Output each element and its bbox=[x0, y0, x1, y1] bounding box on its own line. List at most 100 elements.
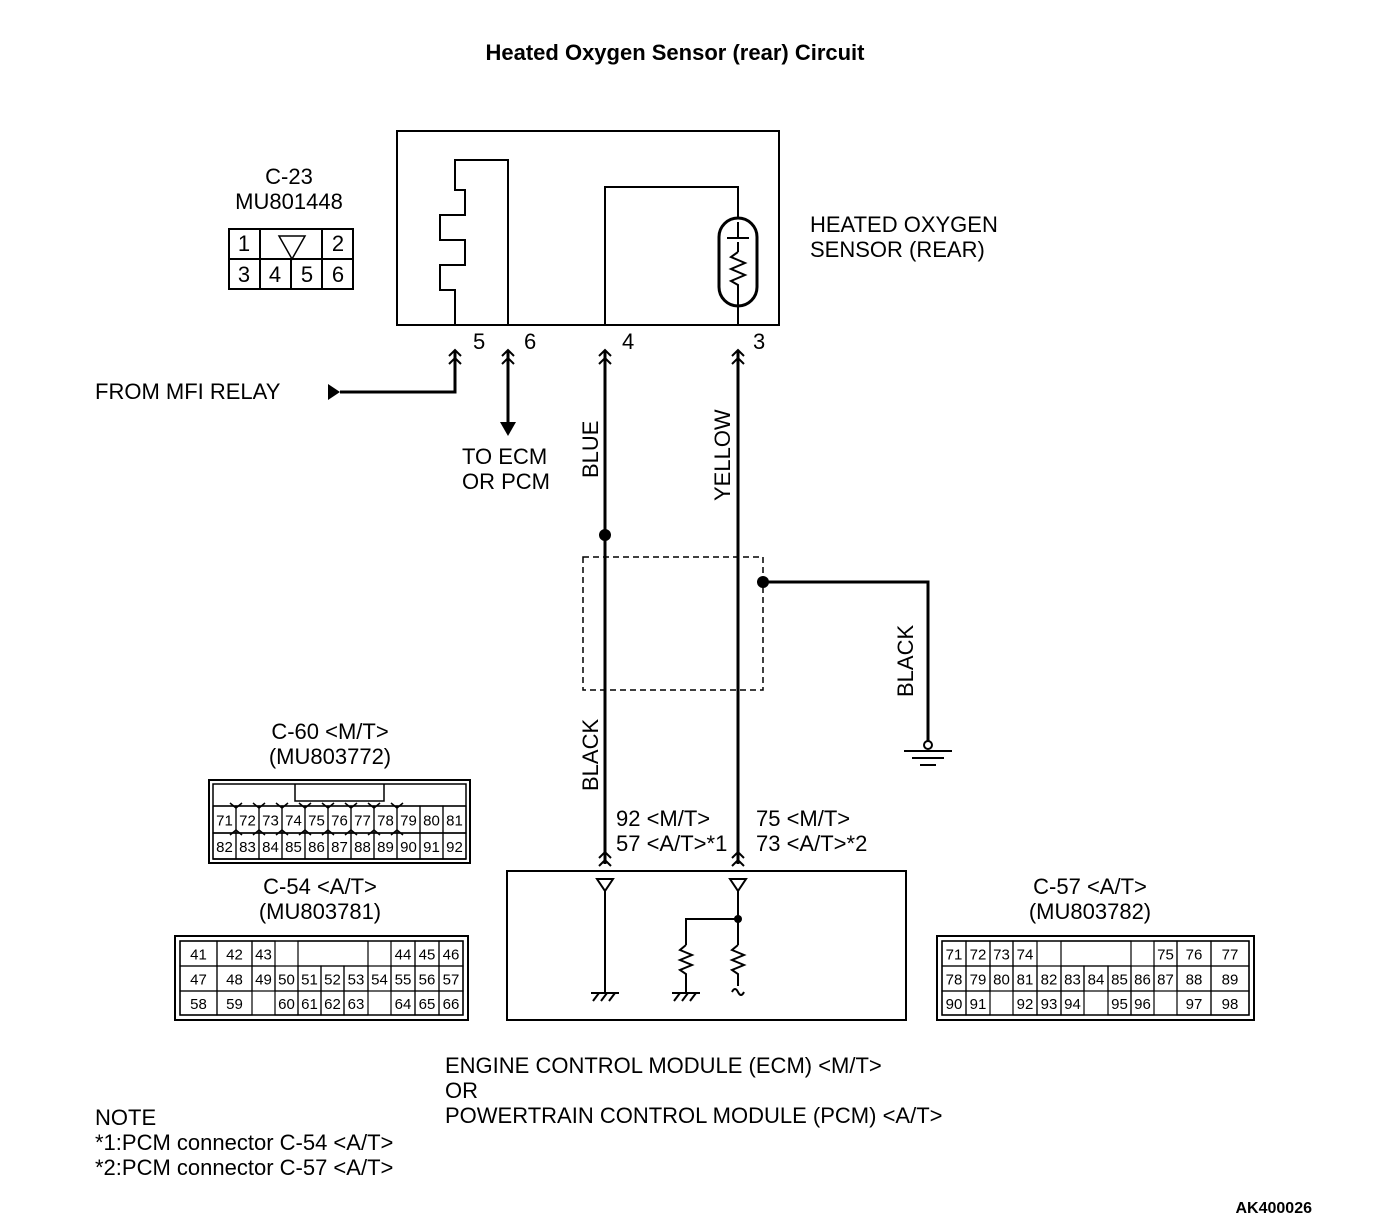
c57-pin-label: 75 bbox=[1157, 947, 1174, 964]
c54-pin-label: 50 bbox=[278, 972, 295, 989]
note-line-2: *2:PCM connector C-57 <A/T> bbox=[95, 1155, 393, 1180]
wire-yellow-label: YELLOW bbox=[710, 409, 735, 501]
c57-pin-label: 87 bbox=[1157, 972, 1174, 989]
c54-pin-label: 61 bbox=[301, 996, 318, 1013]
c54-pin-cell bbox=[343, 990, 369, 1016]
c60-pin-label: 75 bbox=[308, 813, 325, 830]
svg-text:6: 6 bbox=[524, 329, 536, 354]
c57-pin-label: 94 bbox=[1064, 996, 1081, 1013]
c60-pin-label: 73 bbox=[262, 813, 279, 830]
c54-pin-label: 57 bbox=[443, 972, 460, 989]
c54-pin-label: 64 bbox=[395, 996, 412, 1013]
connector-c57-name: C-57 <A/T> bbox=[1033, 874, 1147, 899]
c57-pin-cell bbox=[1130, 990, 1155, 1016]
c57-pin-label: 88 bbox=[1186, 972, 1203, 989]
c60-pin-label: 82 bbox=[216, 839, 233, 856]
c57-pin-label: 98 bbox=[1222, 996, 1239, 1013]
c60-pin-label: 81 bbox=[446, 813, 463, 830]
c57-pin-label: 79 bbox=[970, 972, 987, 989]
c57-pin-label: 89 bbox=[1222, 972, 1239, 989]
oxygen-sensor: HEATED OXYGEN SENSOR (REAR) 5 6 4 3 bbox=[396, 130, 998, 354]
c57-pin-label: 72 bbox=[970, 947, 987, 964]
c57-pin-label: 76 bbox=[1186, 947, 1203, 964]
c57-pin-label: 96 bbox=[1134, 996, 1151, 1013]
connector-c60-name: C-60 <M/T> bbox=[271, 719, 388, 744]
c57-pin-label: 78 bbox=[946, 972, 963, 989]
c54-pin-label: 62 bbox=[324, 996, 341, 1013]
c60-pin-label: 71 bbox=[216, 813, 233, 830]
c54-pin-label: 41 bbox=[190, 947, 207, 964]
connector-c23-part: MU801448 bbox=[235, 189, 343, 214]
c54-pin-label: 59 bbox=[226, 996, 243, 1013]
c54-pin-label: 45 bbox=[419, 947, 436, 964]
c60-pin-cell bbox=[442, 832, 467, 860]
c54-pin-label: 55 bbox=[395, 972, 412, 989]
c54-pin-label: 51 bbox=[301, 972, 318, 989]
ecm-pin-right-2: 73 <A/T>*2 bbox=[756, 831, 867, 856]
wire-blue-label: BLUE bbox=[578, 421, 603, 478]
svg-text:2: 2 bbox=[332, 231, 344, 256]
c60-pin-label: 84 bbox=[262, 839, 279, 856]
c60-pin-label: 85 bbox=[285, 839, 302, 856]
connector-c57-part: (MU803782) bbox=[1029, 899, 1151, 924]
c54-pin-label: 42 bbox=[226, 947, 243, 964]
connector-c23-name: C-23 bbox=[265, 164, 313, 189]
svg-text:3: 3 bbox=[753, 329, 765, 354]
c57-pin-cell bbox=[965, 990, 991, 1016]
c54-pin-cell bbox=[216, 990, 253, 1016]
c60-pin-label: 91 bbox=[423, 839, 440, 856]
svg-text:4: 4 bbox=[622, 329, 634, 354]
diagram-title: Heated Oxygen Sensor (rear) Circuit bbox=[485, 40, 865, 65]
c54-pin-label: 46 bbox=[443, 947, 460, 964]
svg-text:6: 6 bbox=[332, 262, 344, 287]
ecm-pin-left-1: 92 <M/T> bbox=[616, 806, 710, 831]
c57-pin-label: 85 bbox=[1111, 972, 1128, 989]
sensor-label-1: HEATED OXYGEN bbox=[810, 212, 998, 237]
c54-pin-label: 56 bbox=[419, 972, 436, 989]
c60-pin-label: 78 bbox=[377, 813, 394, 830]
connector-c23: C-23 MU801448 1 2 3 4 5 6 bbox=[228, 164, 354, 290]
c57-pin-label: 74 bbox=[1017, 947, 1034, 964]
svg-text:1: 1 bbox=[238, 231, 250, 256]
c57-pin-label: 82 bbox=[1041, 972, 1058, 989]
connector-c60-part: (MU803772) bbox=[269, 744, 391, 769]
c54-pin-label: 44 bbox=[395, 947, 412, 964]
c60-latch-marks bbox=[229, 802, 404, 836]
to-ecm-label-1: TO ECM bbox=[462, 444, 547, 469]
c57-pin-cell bbox=[1060, 990, 1085, 1016]
c60-pin-label: 92 bbox=[446, 839, 463, 856]
sensor-label-2: SENSOR (REAR) bbox=[810, 237, 985, 262]
c60-pin-label: 74 bbox=[285, 813, 302, 830]
c57-pin-label: 71 bbox=[946, 947, 963, 964]
c57-pin-label: 93 bbox=[1041, 996, 1058, 1013]
c57-pin-label: 73 bbox=[993, 947, 1010, 964]
c54-pin-label: 60 bbox=[278, 996, 295, 1013]
ecm-pin-right-1: 75 <M/T> bbox=[756, 806, 850, 831]
wire-black-left-label: BLACK bbox=[578, 719, 603, 791]
c57-pin-label: 92 bbox=[1017, 996, 1034, 1013]
note-line-1: *1:PCM connector C-54 <A/T> bbox=[95, 1130, 393, 1155]
c57-pin-label: 86 bbox=[1134, 972, 1151, 989]
c60-pin-label: 72 bbox=[239, 813, 256, 830]
c54-pin-label: 52 bbox=[324, 972, 341, 989]
c54-pin-label: 66 bbox=[443, 996, 460, 1013]
c57-pin-label: 91 bbox=[970, 996, 987, 1013]
c60-pin-label: 87 bbox=[331, 839, 348, 856]
c57-pin-label: 80 bbox=[993, 972, 1010, 989]
c54-pin-label: 58 bbox=[190, 996, 207, 1013]
c60-pin-label: 76 bbox=[331, 813, 348, 830]
c57-pin-label: 95 bbox=[1111, 996, 1128, 1013]
c54-pin-label: 65 bbox=[419, 996, 436, 1013]
c57-pin-label: 84 bbox=[1088, 972, 1105, 989]
ecm-module bbox=[506, 870, 907, 1021]
to-ecm-label-2: OR PCM bbox=[462, 469, 550, 494]
svg-text:3: 3 bbox=[238, 262, 250, 287]
module-label-2: OR bbox=[445, 1078, 478, 1103]
c54-pin-label: 53 bbox=[348, 972, 365, 989]
sensor-connector-marks bbox=[448, 348, 745, 365]
c60-pin-label: 86 bbox=[308, 839, 325, 856]
c57-pin-label: 90 bbox=[946, 996, 963, 1013]
